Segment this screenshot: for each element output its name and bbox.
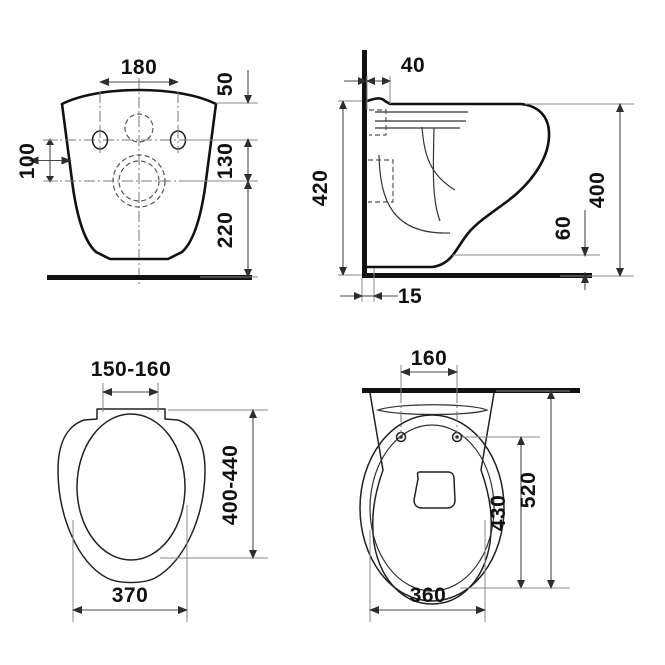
side-dim-60-label: 60 (552, 216, 575, 240)
front-view: 180 100 50 (16, 56, 258, 285)
side-dim-40-label: 40 (401, 54, 425, 77)
side-dim-60: 60 (452, 210, 600, 290)
side-view-wall (362, 50, 367, 278)
bowl-dim-430-label: 430 (487, 495, 510, 532)
side-dim-400-label: 400 (586, 172, 609, 209)
front-dim-220-label: 220 (214, 212, 237, 249)
side-view-hidden-outlet (368, 159, 394, 203)
seat-outline (57, 408, 206, 584)
bowl-outline (369, 392, 495, 605)
bowl-dim-360: 360 (369, 520, 486, 622)
bowl-dim-520: 520 (496, 390, 570, 589)
bowl-top-wall-line (362, 388, 580, 393)
seat-dim-400-440: 400-440 (160, 409, 268, 559)
bowl-flush-slot (376, 404, 489, 416)
bowl-rim-inner (369, 424, 495, 592)
side-dim-420-label: 420 (309, 170, 332, 207)
side-view-hidden-inlet (369, 109, 387, 136)
bowl-top-view: 160 430 520 360 (359, 347, 580, 622)
seat-dim-400-440-label: 400-440 (219, 445, 242, 526)
front-dim-180: 180 (99, 56, 179, 86)
bowl-drain-opening (413, 471, 456, 509)
side-dim-15: 15 (340, 268, 422, 308)
front-dim-180-label: 180 (121, 56, 158, 79)
front-view-waste-outlet-inner (118, 160, 160, 202)
bowl-bolt-hole-left (395, 392, 407, 443)
front-dim-stack: 50 130 220 (185, 70, 258, 278)
seat-dim-370-label: 370 (112, 584, 149, 607)
bowl-dim-160-label: 160 (411, 347, 448, 370)
side-view: 40 420 400 60 (309, 50, 634, 308)
seat-dim-370: 370 (72, 505, 188, 622)
bowl-rim-outer (359, 414, 505, 602)
side-view-bowl-curve-1 (421, 126, 456, 191)
front-dim-220: 220 (214, 180, 252, 278)
front-dim-50-label: 50 (214, 72, 237, 96)
bowl-bolt-hole-right (451, 392, 463, 443)
front-view-water-inlet (124, 113, 154, 143)
seat-top-view: 150-160 400-440 370 (57, 358, 268, 622)
seat-dim-150-160: 150-160 (91, 358, 172, 412)
front-dim-100-label: 100 (16, 143, 39, 180)
front-dim-130: 130 (214, 138, 252, 183)
side-dim-420: 420 (309, 100, 362, 276)
front-view-body-outline (60, 88, 218, 261)
front-dim-100: 100 (16, 138, 72, 183)
side-dim-400: 400 (525, 103, 634, 277)
side-view-floor (362, 273, 592, 278)
side-dim-40: 40 (344, 54, 425, 110)
front-view-floor-line (47, 275, 252, 280)
bowl-dim-360-label: 360 (410, 584, 447, 607)
side-view-bowl-curve-3 (378, 154, 451, 234)
side-view-body-outline (365, 97, 551, 269)
front-view-waste-outlet-outer (112, 154, 166, 208)
seat-aperture (76, 413, 186, 561)
bowl-dim-160: 160 (400, 347, 458, 392)
side-dim-15-label: 15 (398, 285, 422, 308)
bowl-dim-520-label: 520 (517, 472, 540, 509)
seat-dim-150-160-label: 150-160 (91, 358, 172, 381)
side-view-bowl-curve-2 (432, 127, 441, 222)
front-dim-50: 50 (214, 70, 252, 104)
front-dim-130-label: 130 (214, 143, 237, 180)
